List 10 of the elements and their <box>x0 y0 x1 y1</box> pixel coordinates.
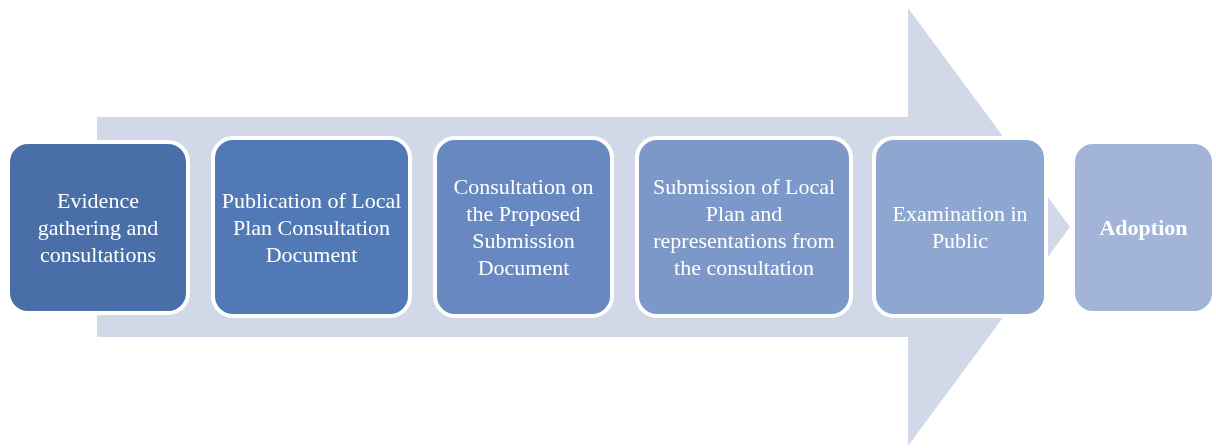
step-label: Publication of Local Plan Consultation Document <box>220 186 403 268</box>
step-label: Adoption <box>1098 214 1189 241</box>
process-box <box>872 136 1048 318</box>
process-box <box>433 136 614 318</box>
step-label: Submission of Local Plan and representations from the consultation <box>651 173 837 281</box>
process-box <box>635 136 853 318</box>
step-label: Evidence gathering and consultations <box>36 187 160 268</box>
step-label: Consultation on the Proposed Submission Document <box>452 173 595 281</box>
step-label: Examination in Public <box>891 200 1029 254</box>
process-box <box>211 136 412 318</box>
